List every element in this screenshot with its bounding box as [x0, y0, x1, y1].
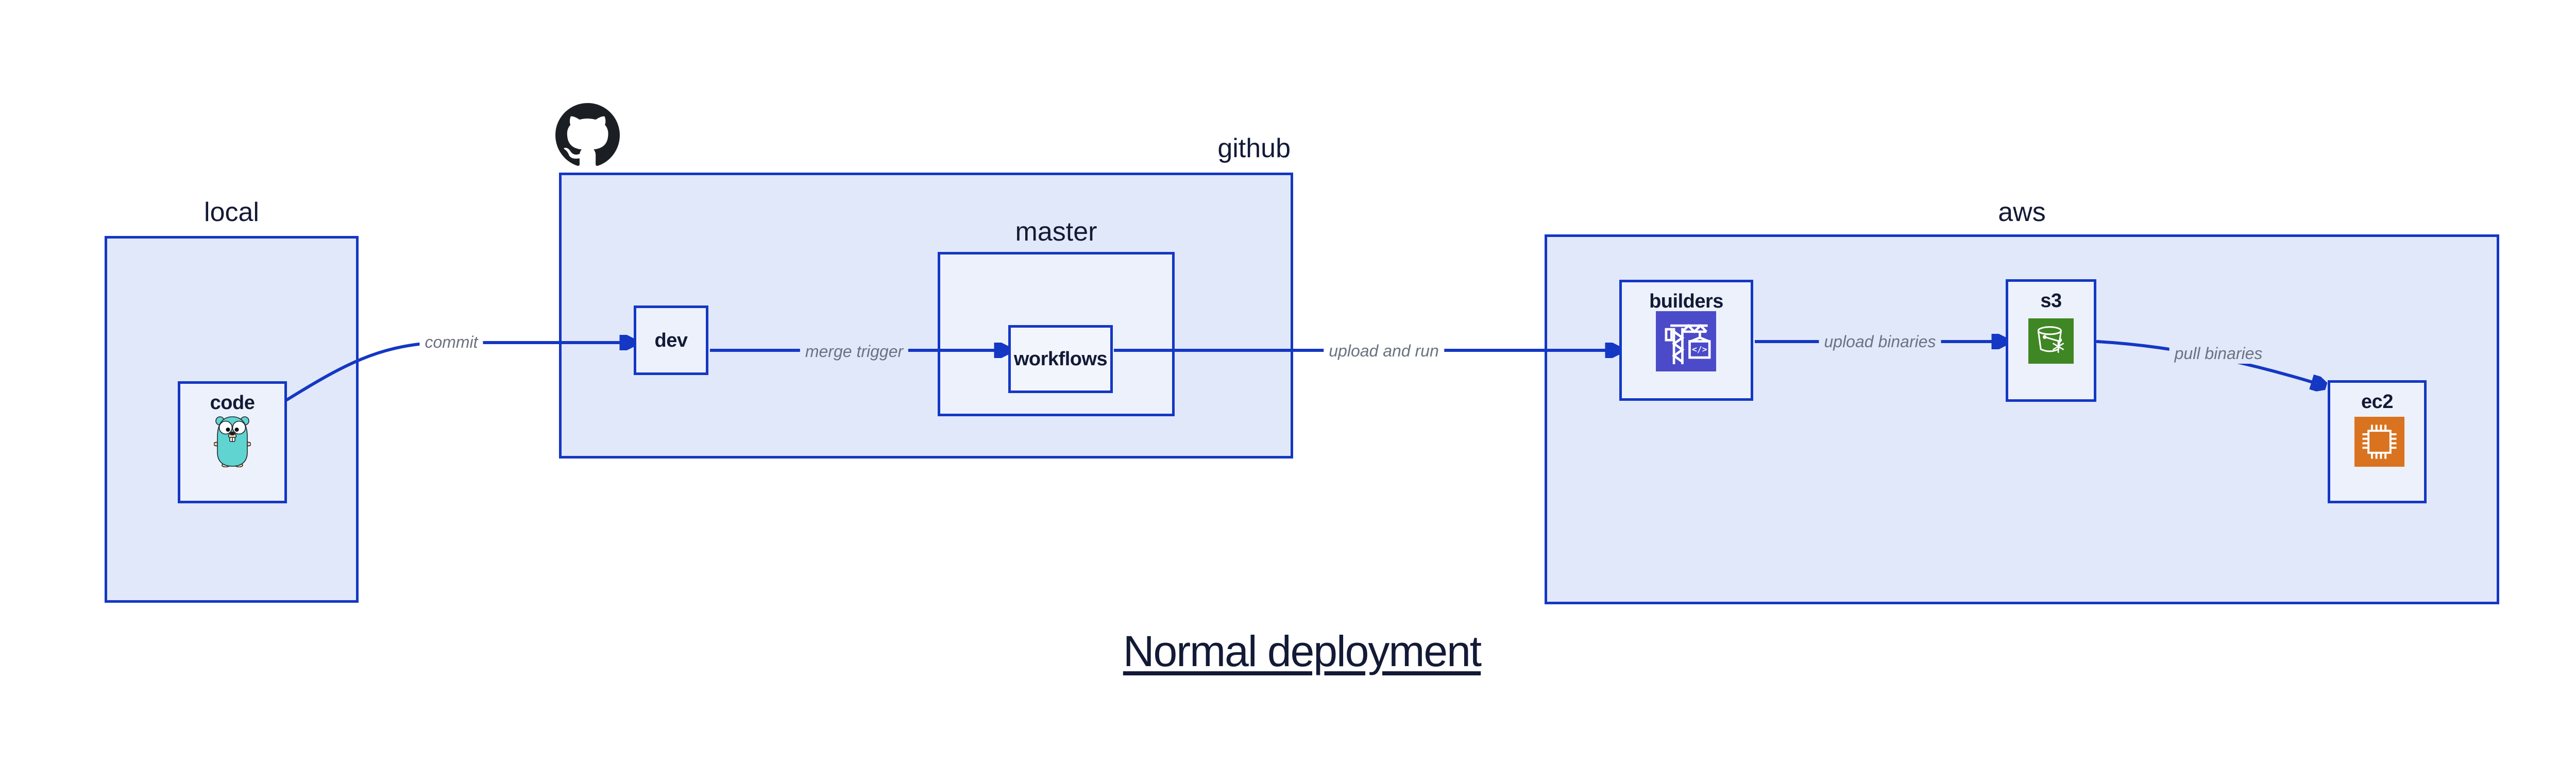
edge-label-merge-trigger: merge trigger	[800, 341, 909, 362]
node-box-workflows: workflows	[1008, 325, 1113, 393]
node-label-builders: builders	[1649, 291, 1723, 312]
edge-label-upload-and-run: upload and run	[1324, 341, 1444, 361]
node-label-ec2: ec2	[2361, 391, 2393, 413]
node-box-builders: builders </>	[1619, 280, 1753, 401]
node-box-ec2: ec2	[2328, 380, 2427, 503]
node-box-code: code	[178, 381, 287, 503]
edge-label-pull-binaries: pull binaries	[2169, 343, 2268, 364]
aws-codebuild-icon: </>	[1656, 311, 1716, 371]
edge-label-commit: commit	[419, 332, 483, 352]
node-box-dev: dev	[634, 305, 708, 375]
node-label-s3: s3	[2040, 290, 2062, 312]
group-label-github: github	[1217, 133, 1291, 163]
aws-ec2-chip-icon	[2354, 417, 2404, 467]
node-label-dev: dev	[654, 329, 688, 351]
group-label-master: master	[1015, 217, 1097, 247]
code-brackets-glyph: </>	[1692, 345, 1707, 354]
go-gopher-icon	[214, 416, 251, 467]
node-label-code: code	[210, 392, 255, 414]
group-label-aws: aws	[1998, 197, 2046, 227]
edge-label-upload-binaries: upload binaries	[1819, 331, 1941, 352]
diagram-title: Normal deployment	[1123, 627, 1482, 675]
github-octocat-logo	[555, 103, 620, 166]
node-box-s3: s3	[2006, 279, 2096, 402]
aws-s3-glacier-bucket-icon	[2028, 318, 2074, 364]
node-label-workflows: workflows	[1013, 348, 1108, 370]
group-label-local: local	[204, 197, 259, 227]
